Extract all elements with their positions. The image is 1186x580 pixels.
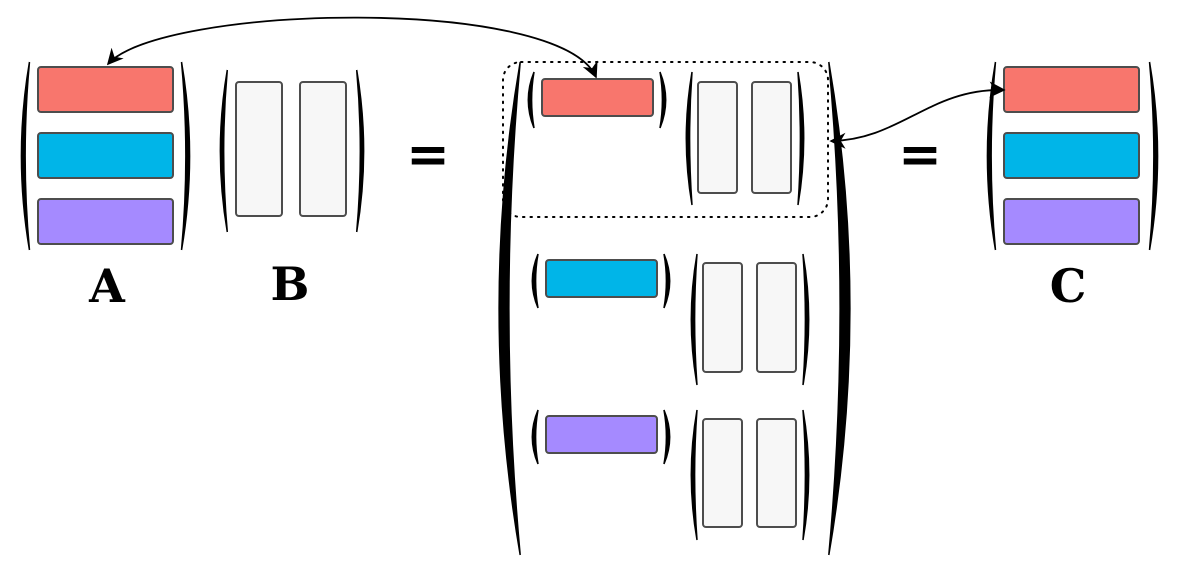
matrix-c-row-1 — [1003, 66, 1140, 113]
matrix-c-row-2 — [1003, 132, 1140, 179]
product-2-b-column-2 — [756, 262, 797, 373]
label-b: B — [271, 257, 310, 311]
paren-sum-left — [498, 61, 521, 556]
equals-sign-2: = — [898, 125, 942, 185]
product-1-b-column-1 — [697, 81, 738, 194]
matrix-a-row-3 — [37, 198, 174, 245]
product-3-b-column-1 — [702, 418, 743, 528]
product-1-b-paren-left — [685, 71, 693, 206]
paren-c-right — [1148, 61, 1159, 251]
product-1-b-paren-right — [797, 71, 805, 206]
paren-a-left — [20, 61, 31, 251]
matrix-b-column-1 — [235, 81, 283, 217]
matrix-a-row-2 — [37, 132, 174, 179]
arrow-product-to-c — [829, 81, 1006, 149]
paren-sum-right — [828, 61, 851, 556]
label-a: A — [88, 259, 126, 313]
highlight-box — [502, 61, 829, 218]
product-3-b-column-2 — [756, 418, 797, 528]
product-2-row-paren-right — [663, 253, 671, 309]
product-1-b-column-2 — [751, 81, 792, 194]
product-3-b-paren-right — [802, 409, 810, 541]
product-3-row-vector — [545, 415, 658, 454]
product-3-row-paren-left — [531, 409, 539, 465]
paren-b-left — [219, 69, 229, 233]
product-3-row-paren-right — [663, 409, 671, 465]
product-2-b-column-1 — [702, 262, 743, 373]
matrix-c-row-3 — [1003, 198, 1140, 245]
product-2-row-vector — [545, 259, 658, 298]
label-c: C — [1050, 259, 1087, 313]
product-1-row-vector — [541, 78, 654, 117]
matrix-b-column-2 — [299, 81, 347, 217]
product-1-row-paren-right — [659, 71, 667, 129]
equals-sign-1: = — [406, 125, 450, 185]
product-2-row-paren-left — [531, 253, 539, 309]
paren-b-right — [355, 69, 365, 233]
matrix-a-row-1 — [37, 66, 174, 113]
paren-a-right — [180, 61, 191, 251]
arrow-a-to-product — [106, 16, 598, 79]
product-1-row-paren-left — [527, 71, 535, 129]
product-3-b-paren-left — [690, 409, 698, 541]
product-2-b-paren-left — [690, 253, 698, 386]
product-2-b-paren-right — [802, 253, 810, 386]
